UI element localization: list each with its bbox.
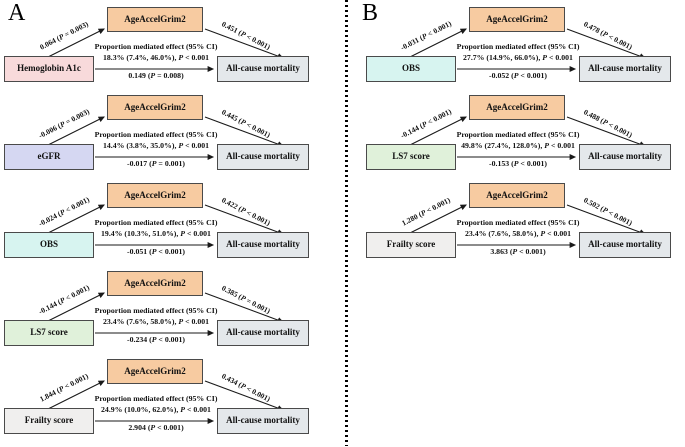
proportion-title: Proportion mediated effect (95% CI) <box>456 130 580 139</box>
mediation-diagram-ls7-a: -0.144 (P < 0.001) 0.385 (P = 0.001) Age… <box>0 271 342 353</box>
arrow-layer <box>45 116 285 160</box>
proportion-title: Proportion mediated effect (95% CI) <box>94 130 218 139</box>
exposure-box: Hemoglobin A1c <box>4 56 94 82</box>
arrow-layer <box>45 28 285 72</box>
mediator-box: AgeAccelGrim2 <box>107 183 203 208</box>
arrow-layer <box>45 292 285 336</box>
mediation-diagram-frailty-a: 1.844 (P < 0.001) 0.434 (P < 0.001) AgeA… <box>0 359 342 441</box>
proportion-mediated-text: Proportion mediated effect (95% CI) 49.8… <box>438 129 598 151</box>
direct-effect-coefficient: -0.234 (P < 0.001) <box>127 335 185 344</box>
exposure-box: LS7 score <box>366 144 456 170</box>
proportion-title: Proportion mediated effect (95% CI) <box>94 306 218 315</box>
proportion-mediated-text: Proportion mediated effect (95% CI) 19.4… <box>76 217 236 239</box>
direct-effect-coefficient: 3.863 (P < 0.001) <box>490 247 546 256</box>
exposure-box: OBS <box>4 232 94 258</box>
direct-effect-coefficient: -0.017 (P = 0.001) <box>127 159 185 168</box>
mediation-diagram-obs-a: -0.024 (P < 0.001) 0.422 (P < 0.001) Age… <box>0 183 342 265</box>
proportion-mediated-text: Proportion mediated effect (95% CI) 23.4… <box>438 217 598 239</box>
proportion-title: Proportion mediated effect (95% CI) <box>456 42 580 51</box>
proportion-title: Proportion mediated effect (95% CI) <box>94 394 218 403</box>
panel-a-label: A <box>8 0 26 26</box>
exposure-box: Frailty score <box>4 408 94 434</box>
direct-effect-coefficient: 0.149 (P = 0.008) <box>128 71 184 80</box>
panel-a-diagrams: 0.064 (P = 0.003) 0.451 (P < 0.001) AgeA… <box>0 7 342 447</box>
proportion-title: Proportion mediated effect (95% CI) <box>94 42 218 51</box>
outcome-box: All-cause mortality <box>217 320 309 346</box>
proportion-value: 23.4% (7.6%, 58.0%), P < 0.001 <box>464 229 572 238</box>
mediation-diagram-hemoglobin-a1c: 0.064 (P = 0.003) 0.451 (P < 0.001) AgeA… <box>0 7 342 89</box>
exposure-box: Frailty score <box>366 232 456 258</box>
outcome-box: All-cause mortality <box>217 56 309 82</box>
direct-effect-coefficient: -0.052 (P < 0.001) <box>489 71 547 80</box>
proportion-value: 18.3% (7.4%, 46.0%), P < 0.001 <box>102 53 210 62</box>
proportion-mediated-text: Proportion mediated effect (95% CI) 27.7… <box>438 41 598 63</box>
proportion-mediated-text: Proportion mediated effect (95% CI) 24.9… <box>76 393 236 415</box>
proportion-value: 19.4% (10.3%, 51.0%), P < 0.001 <box>101 229 211 238</box>
proportion-title: Proportion mediated effect (95% CI) <box>456 218 580 227</box>
arrow-layer <box>407 116 647 160</box>
proportion-value: 23.4% (7.6%, 58.0%), P < 0.001 <box>102 317 210 326</box>
mediator-box: AgeAccelGrim2 <box>107 7 203 32</box>
proportion-value: 24.9% (10.0%, 62.0%), P < 0.001 <box>101 405 211 414</box>
panel-b-label: B <box>362 0 379 26</box>
proportion-mediated-text: Proportion mediated effect (95% CI) 18.3… <box>76 41 236 63</box>
mediator-box: AgeAccelGrim2 <box>107 95 203 120</box>
outcome-box: All-cause mortality <box>217 408 309 434</box>
exposure-box: eGFR <box>4 144 94 170</box>
proportion-value: 49.8% (27.4%, 128.0%), P < 0.001 <box>461 141 575 150</box>
proportion-value: 14.4% (3.8%, 35.0%), P < 0.001 <box>102 141 210 150</box>
arrow-layer <box>407 28 647 72</box>
mediator-box: AgeAccelGrim2 <box>469 7 565 32</box>
panel-b: B -0.031 (P < 0.001) 0.478 (P < 0.001) A… <box>350 0 685 446</box>
proportion-title: Proportion mediated effect (95% CI) <box>94 218 218 227</box>
proportion-mediated-text: Proportion mediated effect (95% CI) 14.4… <box>76 129 236 151</box>
mediation-diagram-frailty-b: 1.280 (P < 0.001) 0.502 (P < 0.001) AgeA… <box>362 183 685 265</box>
arrow-layer <box>407 204 647 248</box>
panel-a: A 0.064 (P = 0.003) 0.451 (P < 0.001) Ag… <box>0 0 342 447</box>
mediation-diagram-obs-b: -0.031 (P < 0.001) 0.478 (P < 0.001) Age… <box>362 7 685 89</box>
arrow-layer <box>45 380 285 424</box>
outcome-box: All-cause mortality <box>579 232 671 258</box>
mediation-diagram-ls7-b: -0.144 (P < 0.001) 0.488 (P < 0.001) Age… <box>362 95 685 177</box>
exposure-box: OBS <box>366 56 456 82</box>
arrow-layer <box>45 204 285 248</box>
mediator-box: AgeAccelGrim2 <box>469 183 565 208</box>
outcome-box: All-cause mortality <box>217 144 309 170</box>
direct-effect-coefficient: -0.051 (P < 0.001) <box>127 247 185 256</box>
panel-b-diagrams: -0.031 (P < 0.001) 0.478 (P < 0.001) Age… <box>362 7 685 271</box>
mediator-box: AgeAccelGrim2 <box>469 95 565 120</box>
direct-effect-coefficient: 2.904 (P < 0.001) <box>128 423 184 432</box>
mediation-diagram-egfr: -0.006 (P = 0.003) 0.445 (P < 0.001) Age… <box>0 95 342 177</box>
direct-effect-coefficient: -0.153 (P < 0.001) <box>489 159 547 168</box>
panel-divider-dotted-line <box>345 0 348 446</box>
proportion-mediated-text: Proportion mediated effect (95% CI) 23.4… <box>76 305 236 327</box>
mediator-box: AgeAccelGrim2 <box>107 271 203 296</box>
mediator-box: AgeAccelGrim2 <box>107 359 203 384</box>
proportion-value: 27.7% (14.9%, 66.0%), P < 0.001 <box>463 53 573 62</box>
outcome-box: All-cause mortality <box>579 144 671 170</box>
exposure-box: LS7 score <box>4 320 94 346</box>
outcome-box: All-cause mortality <box>579 56 671 82</box>
outcome-box: All-cause mortality <box>217 232 309 258</box>
